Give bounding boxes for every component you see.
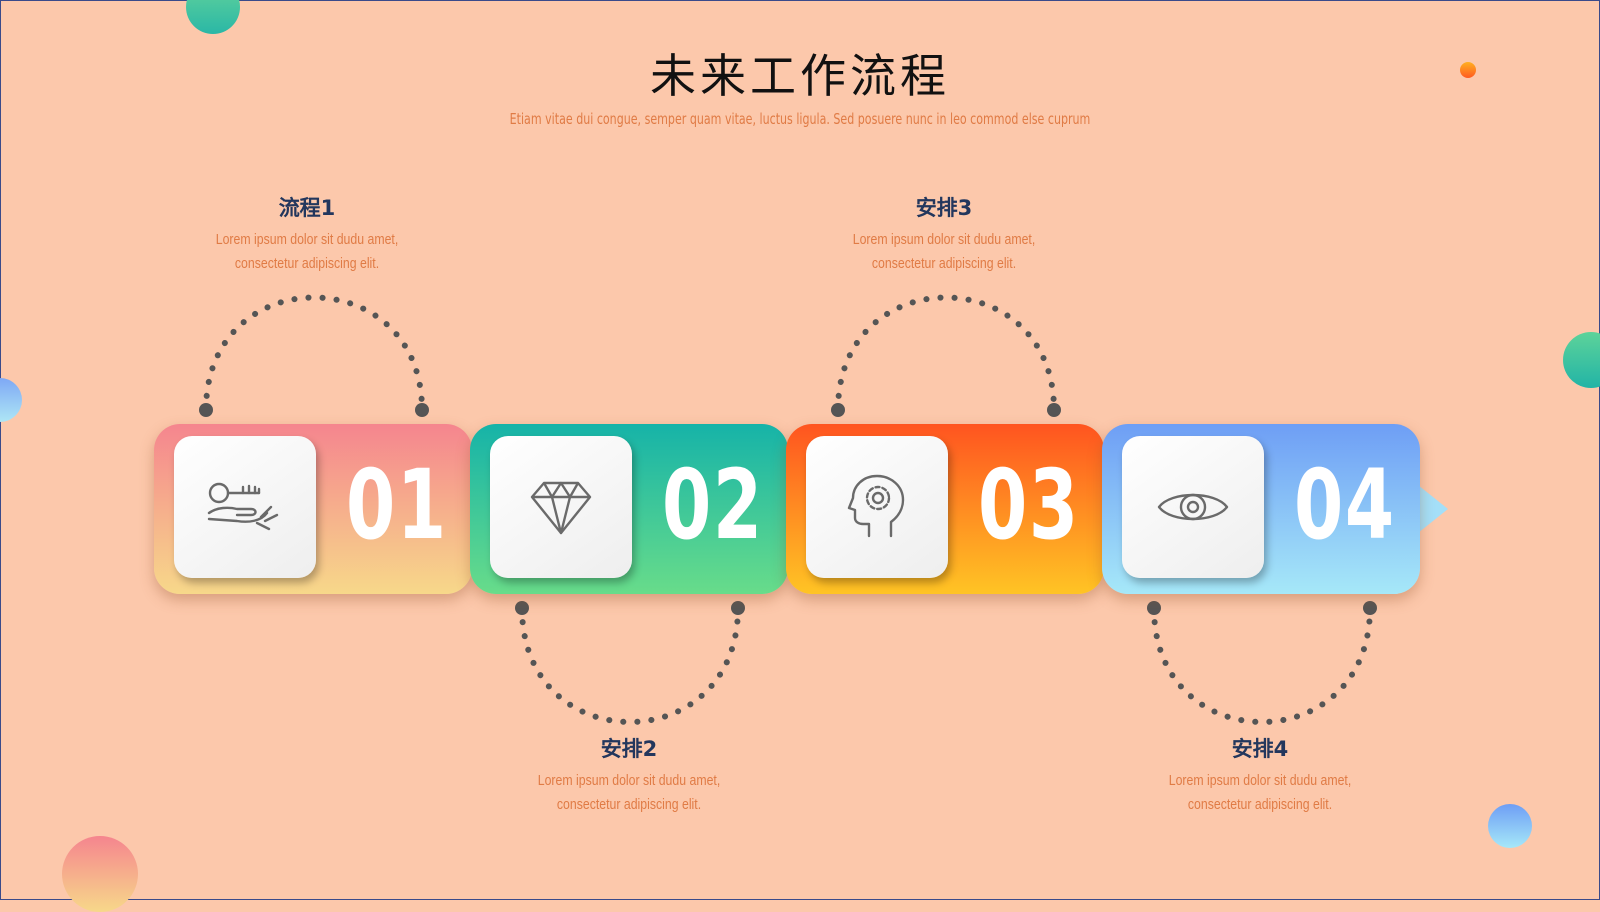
step-heading: 安排2 [600,737,658,761]
decor-bubble-right [1563,332,1600,388]
step-arrow-4 [1418,485,1448,533]
slide-title: 未来工作流程 [650,49,950,103]
step-label-4: 安排4 Lorem ipsum dolor sit dudu amet, con… [1130,733,1390,817]
step-desc-line: consectetur adipiscing elit. [556,796,702,813]
decor-bubble-left [0,378,22,422]
step-label-1: 流程1 Lorem ipsum dolor sit dudu amet, con… [177,192,437,276]
step-description: Lorem ipsum dolor sit dudu amet, consect… [522,769,735,817]
step-block-1: 01 [154,424,472,594]
decor-bubble-bottom-right [1488,804,1532,848]
slide-subtitle: Etiam vitae dui congue, semper quam vita… [509,110,1091,128]
step-desc-line: consectetur adipiscing elit. [234,255,380,272]
step-number: 03 [978,449,1080,561]
icon-card [806,436,948,578]
step-desc-line: consectetur adipiscing elit. [871,255,1017,272]
step-heading: 流程1 [278,196,336,220]
head-gear-icon [847,474,905,538]
step-block-2: 02 [470,424,788,594]
dotted-arc-1 [203,294,425,413]
step-heading: 安排3 [915,196,973,220]
step-label-2: 安排2 Lorem ipsum dolor sit dudu amet, con… [499,733,759,817]
step-description: Lorem ipsum dolor sit dudu amet, consect… [200,228,413,276]
diamond-icon [530,481,592,535]
step-number: 01 [346,449,448,561]
eye-icon [1157,493,1229,521]
step-desc-line: consectetur adipiscing elit. [1187,796,1333,813]
step-heading: 安排4 [1231,737,1289,761]
step-label-3: 安排3 Lorem ipsum dolor sit dudu amet, con… [814,192,1074,276]
arc-end-dot [515,601,529,615]
decor-bubble-bottom-left [62,836,138,912]
step-block-4: 04 [1102,424,1420,594]
arc-end-dot [1147,601,1161,615]
arc-end-dot [415,403,429,417]
arc-end-dot [831,403,845,417]
icon-card [1122,436,1264,578]
step-desc-line: Lorem ipsum dolor sit dudu amet, [852,231,1036,248]
step-desc-line: Lorem ipsum dolor sit dudu amet, [1168,772,1352,789]
icon-card [490,436,632,578]
icon-card [174,436,316,578]
arc-end-dot [1047,403,1061,417]
decor-bubble-top-right [1460,62,1476,78]
step-description: Lorem ipsum dolor sit dudu amet, consect… [1153,769,1366,817]
step-desc-line: Lorem ipsum dolor sit dudu amet, [537,772,721,789]
step-block-3: 03 [786,424,1104,594]
dotted-arc-3 [835,294,1057,413]
arc-end-dot [1363,601,1377,615]
step-desc-line: Lorem ipsum dolor sit dudu amet, [215,231,399,248]
step-description: Lorem ipsum dolor sit dudu amet, consect… [837,228,1050,276]
arc-end-dot [731,601,745,615]
step-number: 04 [1294,449,1396,561]
key-in-hand-icon [207,482,279,531]
step-number: 02 [662,449,764,561]
arc-end-dot [199,403,213,417]
dotted-arc-2 [519,605,741,725]
dotted-arc-4 [1151,605,1373,725]
